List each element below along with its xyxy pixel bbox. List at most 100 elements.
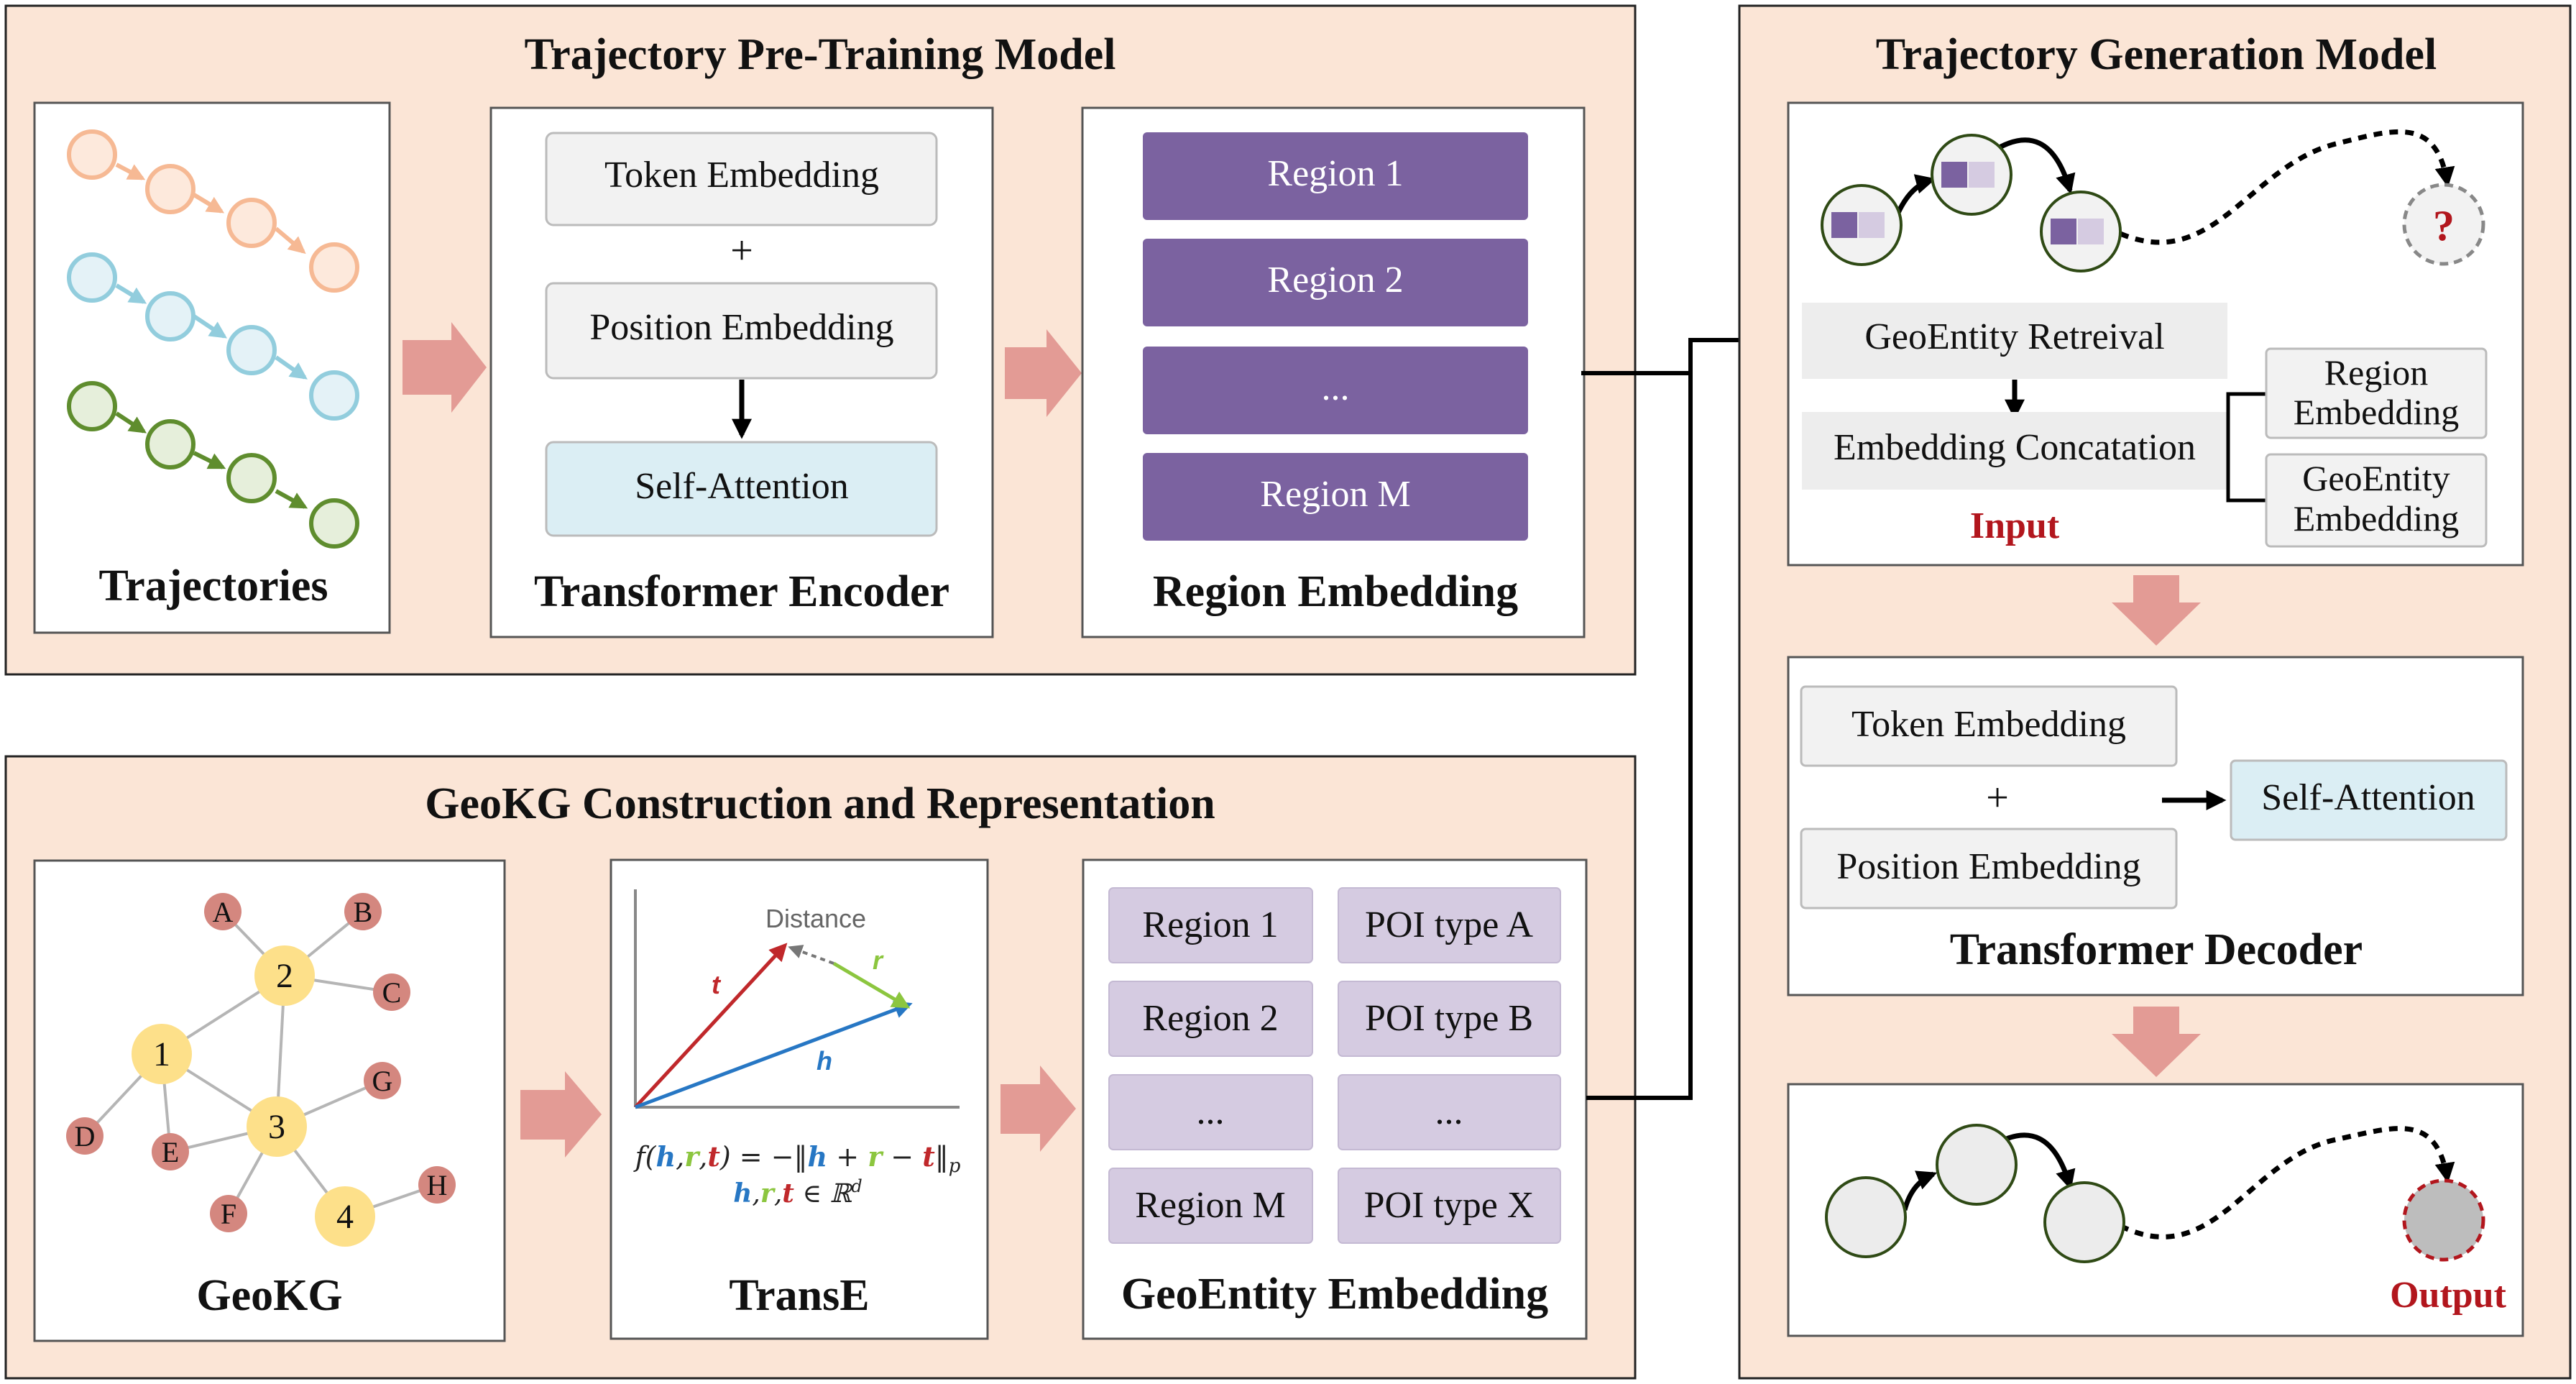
generated-point-icon <box>2402 1178 2485 1262</box>
entity-region-item <box>1108 981 1313 1057</box>
entity-region-item <box>1108 1074 1313 1150</box>
entity-region-item <box>1108 887 1313 963</box>
kg-node-red: A <box>204 893 242 930</box>
kg-node-red: H <box>418 1166 456 1204</box>
svg-text:Region 2: Region 2 <box>1142 998 1278 1039</box>
embedding-concatenation-label: Embedding Concatation <box>1834 427 2196 468</box>
output-trajectory-point <box>2043 1181 2125 1263</box>
encoder-self-attention <box>545 441 938 537</box>
svg-text:Token Embedding: Token Embedding <box>1852 704 2126 745</box>
svg-text:Region: Region <box>2324 352 2428 393</box>
output-trajectory-point <box>1825 1176 1907 1258</box>
svg-text:E: E <box>162 1136 179 1168</box>
geoentity-embedding-tag <box>2265 453 2488 548</box>
unknown-next-point-icon <box>2402 183 2485 266</box>
encoder-self-attention-label: Self-Attention <box>635 466 849 507</box>
svg-text:Self-Attention: Self-Attention <box>2261 777 2475 818</box>
entity-poi-item <box>1338 887 1561 963</box>
decoder-plus: + <box>1986 776 2009 820</box>
output-trajectory-point <box>1936 1124 2018 1206</box>
kg-node-yellow: 2 <box>254 945 315 1006</box>
transe-r-label: r <box>873 945 884 975</box>
svg-text:A: A <box>213 896 234 928</box>
flow-arrow-down-icon <box>2112 575 2201 646</box>
svg-text:1: 1 <box>153 1035 170 1073</box>
transe-vector-t <box>634 943 788 1109</box>
geoentity-retrieval-label: GeoEntity Retreival <box>1864 316 2164 357</box>
svg-text:POI type B: POI type B <box>1365 998 1533 1039</box>
transe-score-formula: f(h,r,t) = −‖h + r − t‖p <box>633 1140 961 1177</box>
transformer-encoder-box: Token Embedding + Position Embedding Sel… <box>489 106 994 638</box>
transe-t-label: t <box>712 970 722 999</box>
svg-text:POI type X: POI type X <box>1364 1185 1535 1226</box>
svg-text:Region 1: Region 1 <box>1142 904 1278 945</box>
trajectories-box: Trajectories <box>33 101 391 634</box>
region-embedding-item <box>1143 347 1528 434</box>
svg-text:Position Embedding: Position Embedding <box>1836 846 2140 887</box>
transe-distance-label: Distance <box>765 904 866 933</box>
transformer-encoder-label: Transformer Encoder <box>534 567 949 616</box>
kg-node-red: F <box>210 1195 247 1232</box>
input-trajectory: ? <box>1821 129 2485 272</box>
svg-text:GeoEntity: GeoEntity <box>2302 458 2450 498</box>
svg-text:B: B <box>354 896 373 928</box>
entity-poi-item <box>1338 1168 1561 1244</box>
kg-node-red: E <box>152 1133 189 1170</box>
geoentity-embedding-box: Region 1 Region 2 ... Region M POI type … <box>1082 858 1588 1340</box>
svg-text:C: C <box>382 976 402 1009</box>
svg-text:3: 3 <box>268 1108 285 1146</box>
svg-text:H: H <box>427 1169 448 1201</box>
svg-text:Embedding: Embedding <box>2294 498 2460 539</box>
kg-node-red: B <box>344 893 382 930</box>
encoder-token-embedding-label: Token Embedding <box>604 155 879 196</box>
svg-text:F: F <box>221 1198 236 1230</box>
kg-node-yellow: 1 <box>132 1024 192 1084</box>
region-embedding-item-label: ... <box>1322 367 1350 408</box>
transformer-decoder-label: Transformer Decoder <box>1950 925 2363 974</box>
svg-text:D: D <box>75 1120 96 1152</box>
trajectory-green <box>67 381 359 549</box>
trajectory-blue <box>67 252 359 421</box>
geokg-label: GeoKG <box>196 1271 342 1320</box>
flow-arrow-down-icon <box>2112 1007 2201 1077</box>
region-embedding-tag <box>2265 347 2488 439</box>
generation-input-box: ? GeoEntity Retreival Embedding Concatat… <box>1787 101 2524 567</box>
region-embedding-item-label: Region 2 <box>1267 260 1403 301</box>
transe-label: TransE <box>729 1271 869 1320</box>
transe-box: Distance t r h f(h,r,t) = −‖h + r − t‖p … <box>610 858 989 1340</box>
question-mark-icon: ? <box>2433 202 2455 249</box>
region-embedding-item-label: Region M <box>1260 474 1410 515</box>
geokg-section-title: GeoKG Construction and Representation <box>425 779 1215 828</box>
kg-node-yellow: 3 <box>247 1096 307 1157</box>
svg-text:...: ... <box>1435 1091 1463 1132</box>
region-embedding-item <box>1143 132 1528 220</box>
output-label: Output <box>2390 1275 2507 1316</box>
region-embedding-item <box>1143 239 1528 326</box>
transe-domain-formula: h,r,t ∈ ℝd <box>733 1176 862 1209</box>
region-embedding-box: Region 1 Region 2 ... Region M Region Em… <box>1081 106 1586 638</box>
trajectory-orange <box>67 129 359 293</box>
encoder-token-embedding <box>545 132 938 226</box>
flow-arrow-icon <box>402 322 487 413</box>
decoder-token-embedding <box>1800 685 2178 767</box>
encoder-position-embedding <box>545 282 938 380</box>
geokg-graph-box: 2 1 3 4 A B C <box>33 859 506 1342</box>
svg-text:POI type A: POI type A <box>1365 904 1533 945</box>
geoentity-retrieval-step <box>1802 303 2227 379</box>
transformer-decoder-box: Token Embedding + Position Embedding Sel… <box>1787 656 2524 996</box>
kg-node-red: D <box>66 1117 104 1155</box>
entity-poi-item <box>1338 1074 1561 1150</box>
generation-panel: Trajectory Generation Model ? <box>1738 4 2572 1380</box>
svg-text:...: ... <box>1197 1091 1225 1132</box>
flow-arrow-icon <box>1005 329 1082 417</box>
region-embedding-label: Region Embedding <box>1153 567 1518 616</box>
pretrain-title: Trajectory Pre-Training Model <box>525 30 1116 79</box>
generation-title: Trajectory Generation Model <box>1876 30 2437 79</box>
kg-node-red: C <box>373 973 410 1011</box>
svg-text:Region M: Region M <box>1135 1185 1285 1226</box>
svg-text:Embedding: Embedding <box>2294 392 2460 432</box>
transe-vector-r <box>832 961 911 1009</box>
transe-distance-line <box>788 945 834 965</box>
embedding-concatenation-step <box>1802 412 2227 490</box>
